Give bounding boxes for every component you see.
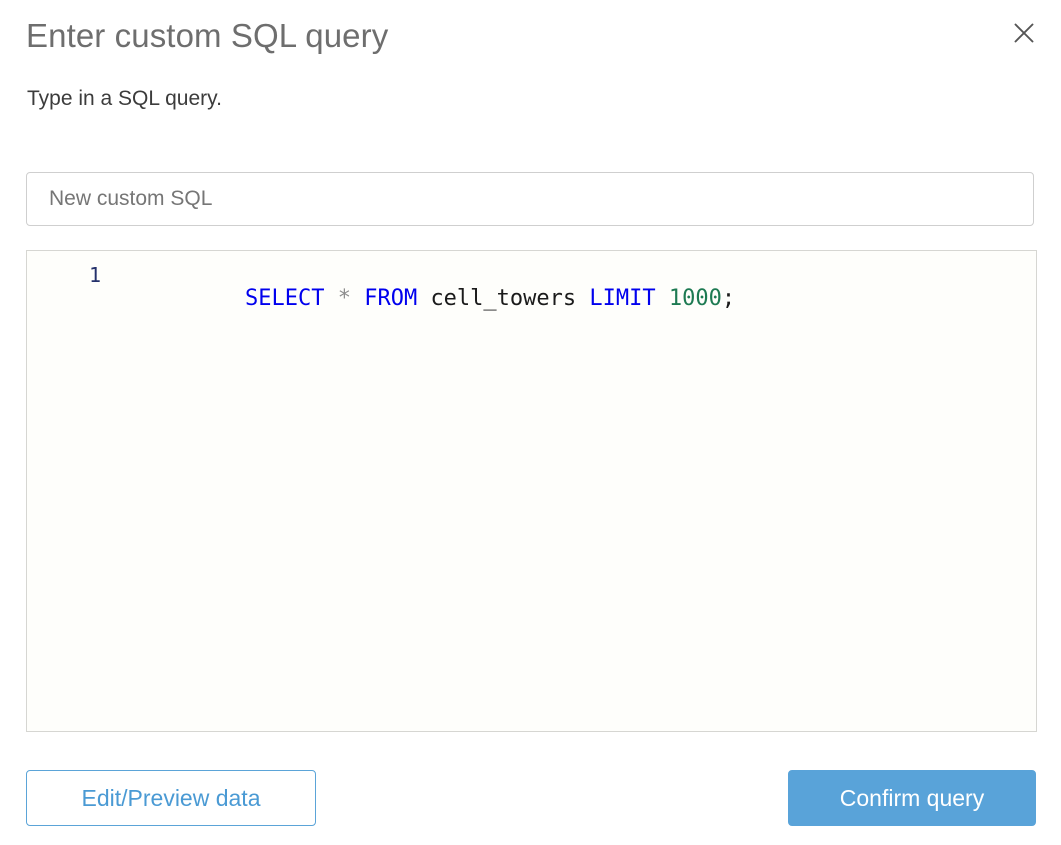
- close-icon: [1013, 22, 1035, 44]
- close-button[interactable]: [1005, 14, 1043, 52]
- confirm-query-button[interactable]: Confirm query: [788, 770, 1036, 826]
- sql-token-space-2: [351, 286, 364, 311]
- sql-token-limit: LIMIT: [589, 286, 656, 311]
- dialog-subtitle: Type in a SQL query.: [27, 87, 222, 110]
- sql-token-from: FROM: [364, 286, 418, 311]
- sql-token-select: SELECT: [244, 286, 325, 311]
- sql-token-space-5: [656, 286, 669, 311]
- page-title: Enter custom SQL query: [26, 17, 389, 54]
- sql-token-space-4: [576, 286, 589, 311]
- edit-preview-data-button[interactable]: Edit/Preview data: [26, 770, 316, 826]
- sql-token-space-1: [324, 286, 337, 311]
- sql-token-star: *: [337, 286, 351, 311]
- sql-code-editor[interactable]: 1 SELECT * FROM cell_towers LIMIT 1000;: [26, 250, 1037, 732]
- code-line: 1 SELECT * FROM cell_towers LIMIT 1000;: [27, 251, 1036, 311]
- sql-token-space-3: [417, 286, 430, 311]
- query-name-input[interactable]: [26, 172, 1034, 226]
- sql-token-limit-value: 1000: [668, 286, 722, 311]
- sql-token-table: cell_towers: [430, 286, 577, 311]
- code-text[interactable]: SELECT * FROM cell_towers LIMIT 1000;: [101, 263, 735, 335]
- sql-token-semicolon: ;: [721, 286, 736, 311]
- line-number: 1: [88, 263, 101, 287]
